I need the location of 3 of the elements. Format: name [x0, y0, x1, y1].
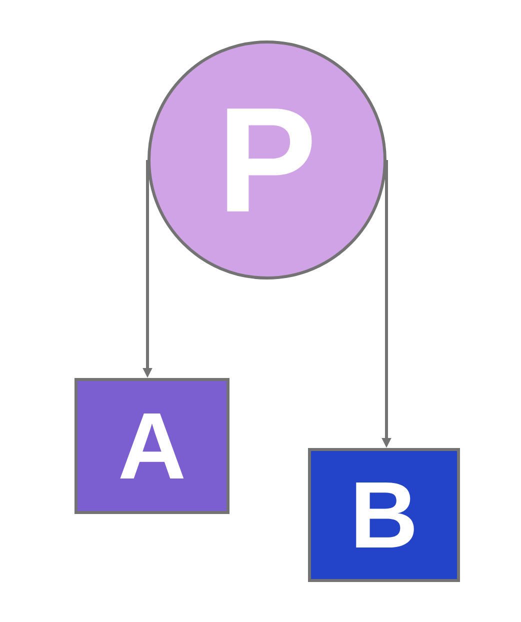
- square-node: B: [308, 448, 460, 582]
- circle-node: P: [148, 40, 386, 280]
- square-node: A: [74, 378, 230, 514]
